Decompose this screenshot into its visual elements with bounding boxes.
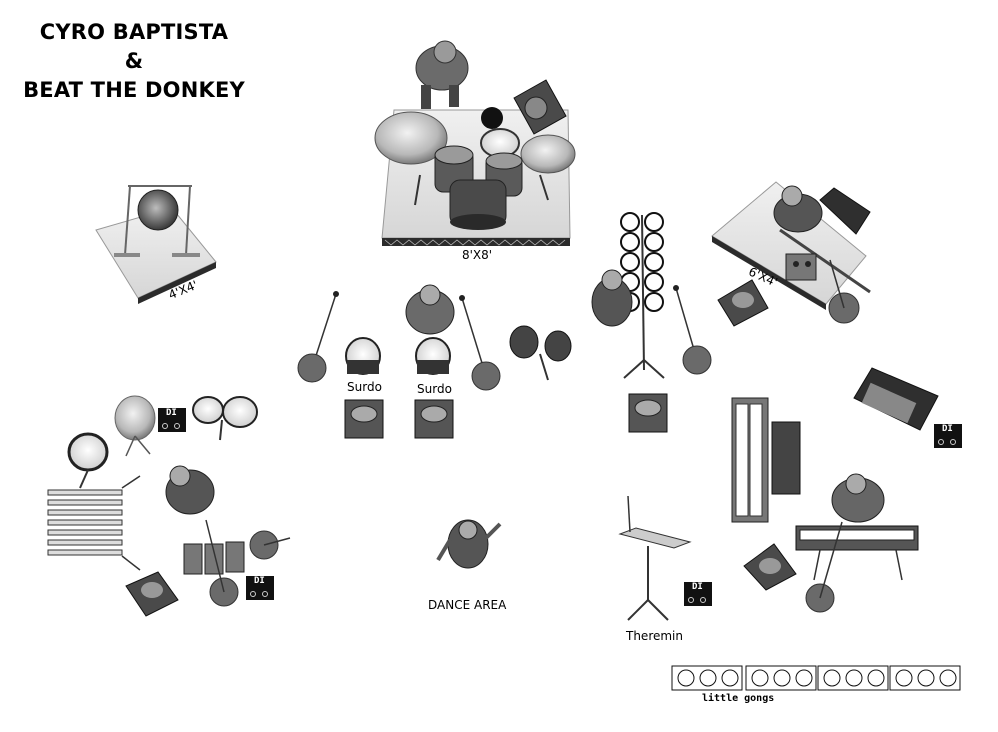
di-box-left-2 [246,576,274,600]
drum-kit [374,107,576,230]
drum-monitor-amp [513,79,567,135]
dance-area-label: DANCE AREA [428,598,507,612]
drummer [415,40,469,109]
bass-pedals [785,253,817,281]
little-gongs-row [671,665,961,691]
di-label-left-2: DI [254,576,265,586]
gong-stand [114,185,200,257]
floor-monitor-surdo-1 [344,399,384,439]
organ-bench [771,421,801,495]
band-title-line-1: CYRO BAPTISTA [39,20,229,44]
di-box-left-1 [158,408,186,432]
effects-pedals [183,541,245,575]
keyboardist [831,473,885,523]
bass-mic-stand [828,259,860,324]
little-gongs-label: little gongs [702,693,775,704]
floor-monitor-right [628,393,668,433]
percussionist-left [165,465,215,515]
congas [509,325,572,381]
bass-player [773,185,871,294]
keyboard-amp [853,367,939,431]
mic-stand-keys [805,521,843,613]
surdo-drum-1 [345,337,381,375]
timbales [192,396,258,441]
floor-monitor-keys [743,543,797,591]
band-title-line-2: BEAT THE DONKEY [23,78,245,102]
floor-monitor-left [125,571,179,617]
band-title-ampersand: & [124,49,144,73]
surdo-label-1: Surdo [347,380,382,394]
bass-riser [711,181,867,310]
snare-drum [67,432,109,489]
percussionist-right [591,269,633,327]
mic-stand-right [673,285,712,375]
theremin-label: Theremin [626,629,683,643]
pipe-chimes [47,475,141,571]
dancer [436,519,502,569]
di-label-left-1: DI [166,408,177,418]
mic-stand-center [459,295,501,391]
splash-cymbal [114,395,156,457]
di-box-theremin [684,582,712,606]
mic-stand-left-setup [205,519,291,607]
di-label-keys: DI [942,424,953,434]
di-box-keys [934,424,962,448]
percussionist-center [405,284,455,335]
theremin [618,495,692,621]
stage-piano [795,525,919,581]
drum-riser-size-label: 8'X8' [462,248,493,262]
di-label-theremin: DI [692,582,703,592]
surdo-label-2: Surdo [417,382,452,396]
bass-amp [819,187,871,235]
floor-monitor-surdo-2 [414,399,454,439]
surdo-drum-2 [415,337,451,375]
bass-floor-monitor [717,279,769,327]
organ [731,397,769,523]
mic-stand-left [297,291,339,383]
